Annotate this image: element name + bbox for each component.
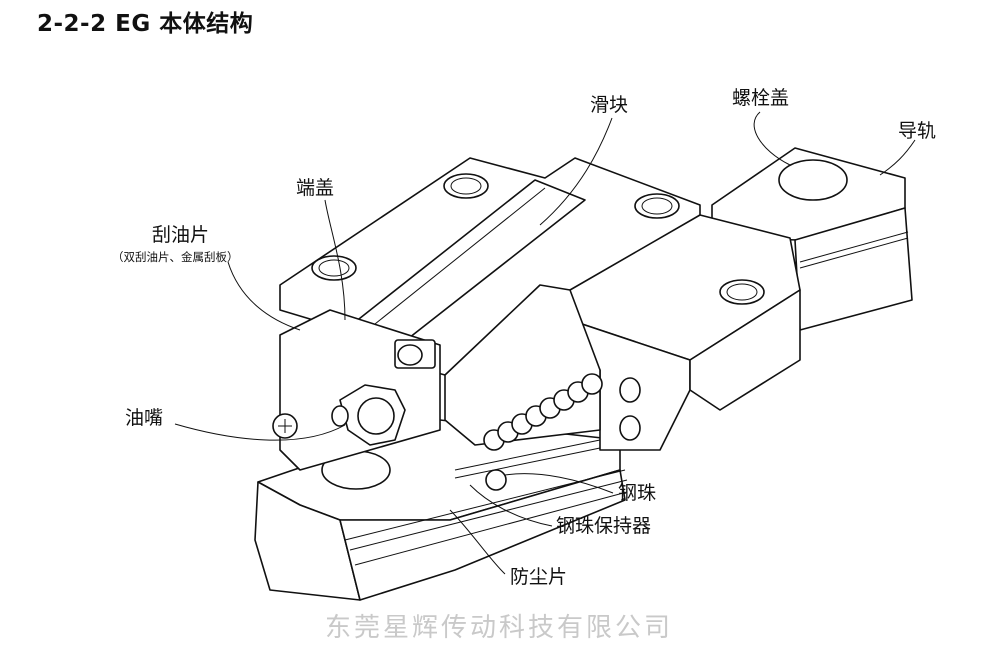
- scraper-leader: [227, 261, 301, 331]
- grease-nipple: [331, 384, 406, 446]
- label-end-cap: 端盖: [296, 177, 334, 199]
- watermark: 东莞星辉传动科技有限公司: [325, 613, 673, 643]
- slider-block: [279, 157, 801, 471]
- screw-head: [272, 413, 298, 439]
- page-title: 2-2-2 EG 本体结构: [37, 11, 254, 37]
- label-rail: 导轨: [898, 120, 936, 142]
- rail-leader: [879, 139, 916, 176]
- label-scraper-note: （双刮油片、金属刮板）: [112, 250, 239, 264]
- dust-strip-leader: [449, 509, 506, 575]
- steel-balls: [454, 373, 603, 491]
- label-dust-strip: 防尘片: [510, 566, 567, 588]
- label-ball-retainer: 钢珠保持器: [556, 515, 651, 537]
- steel-ball-leader: [504, 473, 614, 494]
- end-cap-leader: [324, 199, 346, 321]
- label-bolt-cap: 螺栓盖: [732, 87, 789, 109]
- label-slider: 滑块: [590, 94, 628, 116]
- label-scraper: 刮油片: [152, 224, 209, 246]
- label-grease-nipple: 油嘴: [125, 407, 163, 429]
- ball-retainer-leader: [469, 484, 553, 527]
- bolt-cap-leader: [753, 111, 791, 166]
- grease-nipple-leader: [174, 423, 346, 441]
- label-steel-ball: 钢珠: [618, 482, 656, 504]
- slider-leader: [539, 117, 613, 226]
